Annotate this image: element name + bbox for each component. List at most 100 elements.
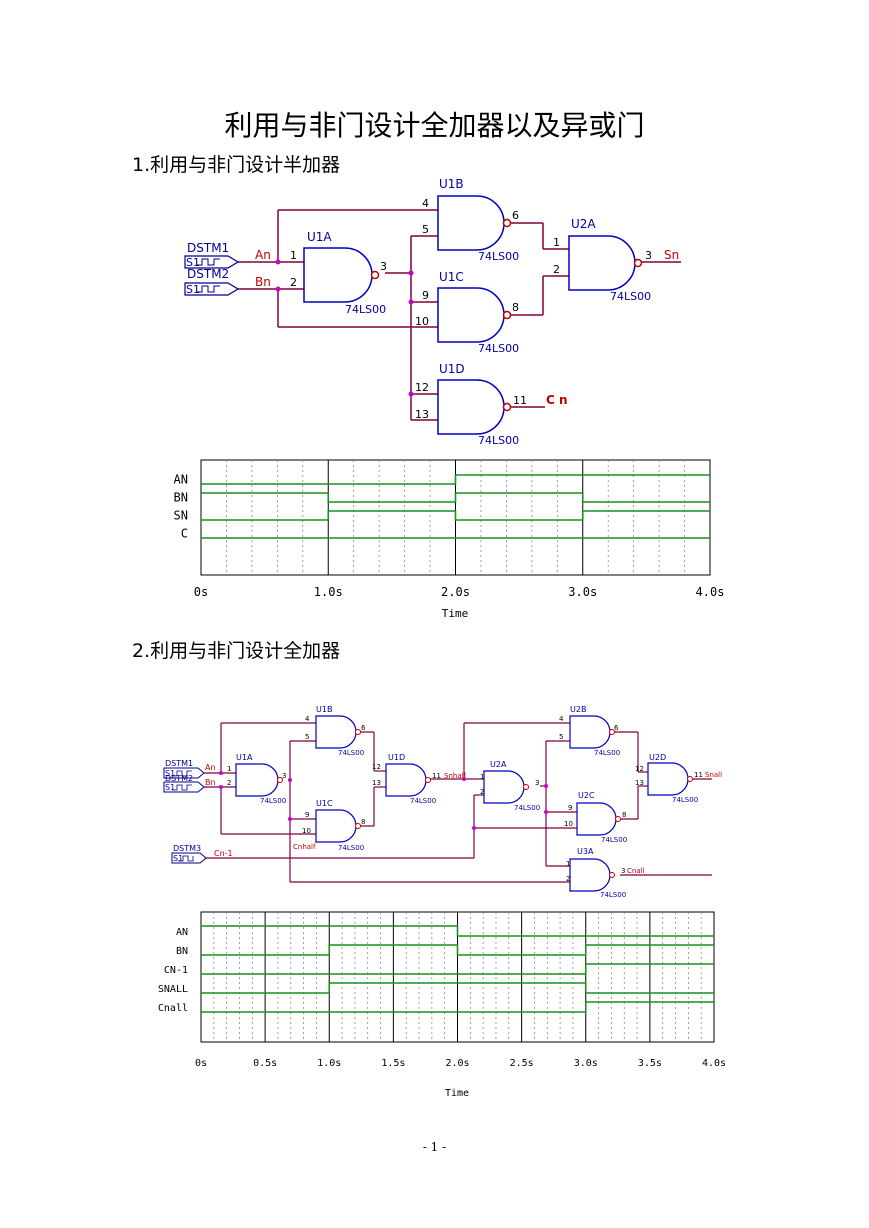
svg-text:5: 5	[422, 223, 429, 236]
svg-text:2: 2	[290, 276, 297, 289]
svg-text:3: 3	[282, 772, 286, 780]
wave-x-tick-label: 1.0s	[314, 585, 343, 599]
fa-gate-u2c: U2C 74LS00 9 10 8	[564, 791, 627, 844]
gate-u1b: U1B 74LS00 4 5 6	[422, 177, 519, 263]
wave-signal-label: SN	[174, 509, 188, 523]
wave-trace-bn	[201, 492, 710, 503]
svg-text:Sn: Sn	[664, 248, 679, 262]
svg-text:C n: C n	[546, 393, 568, 407]
svg-text:12: 12	[372, 763, 381, 771]
svg-text:U2A: U2A	[490, 760, 507, 769]
wave-x-tick-label: 0.5s	[253, 1058, 277, 1069]
svg-text:2: 2	[566, 875, 570, 883]
svg-text:Snhalf: Snhalf	[444, 772, 467, 780]
svg-text:U1D: U1D	[439, 362, 465, 376]
wave-trace-sn	[201, 510, 710, 521]
svg-text:S1: S1	[186, 283, 200, 296]
svg-text:3: 3	[621, 867, 625, 875]
svg-text:Bn: Bn	[255, 275, 271, 289]
svg-text:DSTM1: DSTM1	[165, 759, 193, 768]
svg-text:8: 8	[361, 818, 365, 826]
svg-text:9: 9	[568, 804, 572, 812]
dstm1-source: DSTM1 S1 An	[184, 241, 271, 269]
wave-trace-bn	[201, 944, 714, 956]
fa-gate-u3a: U3A 74LS00 1 2 3 Cnall	[566, 847, 645, 899]
wave-x-tick-label: 1.5s	[381, 1058, 405, 1069]
wave-signal-label: AN	[174, 473, 188, 487]
svg-text:U2B: U2B	[570, 705, 586, 714]
wave-x-tick-label: 3.0s	[568, 585, 597, 599]
svg-text:13: 13	[635, 779, 644, 787]
fa-dstm2-source: DSTM2 S1 Bn	[163, 774, 216, 793]
svg-text:4: 4	[559, 715, 564, 723]
svg-text:1: 1	[227, 765, 231, 773]
svg-text:6: 6	[512, 209, 519, 222]
wave-x-tick-label: 4.0s	[696, 585, 725, 599]
wf1-xlabel: Time	[442, 607, 469, 620]
svg-text:6: 6	[361, 724, 366, 732]
svg-text:74LS00: 74LS00	[601, 836, 627, 844]
svg-text:74LS00: 74LS00	[610, 290, 651, 303]
wave-x-tick-label: 3.0s	[574, 1058, 598, 1069]
svg-text:U3A: U3A	[577, 847, 594, 856]
svg-text:74LS00: 74LS00	[260, 797, 286, 805]
svg-text:U1A: U1A	[236, 753, 253, 762]
wave-signal-label: BN	[174, 491, 188, 505]
svg-text:1: 1	[553, 236, 560, 249]
svg-text:U1B: U1B	[316, 705, 332, 714]
fa-gate-u1c: U1C 74LS00 9 10 8 Cnhalf	[293, 799, 365, 852]
svg-text:Cnall: Cnall	[627, 867, 645, 875]
fa-dstm3-source: DSTM3 S1 Cn-1	[171, 844, 233, 864]
fa-gate-u2d: U2D 74LS00 12 13 11 Snall	[635, 753, 722, 804]
svg-text:U2D: U2D	[649, 753, 666, 762]
wave-signal-label: SNALL	[158, 984, 188, 995]
svg-text:74LS00: 74LS00	[410, 797, 436, 805]
svg-text:2: 2	[227, 779, 231, 787]
gate-u1d: U1D 74LS00 12 13 11 C n	[415, 362, 568, 447]
svg-text:8: 8	[622, 811, 626, 819]
svg-text:Bn: Bn	[205, 778, 216, 787]
svg-text:12: 12	[415, 381, 429, 394]
svg-text:11: 11	[694, 771, 703, 779]
svg-text:DSTM3: DSTM3	[173, 844, 201, 853]
svg-text:10: 10	[564, 820, 573, 828]
wave-trace-an	[201, 474, 710, 485]
svg-text:74LS00: 74LS00	[338, 844, 364, 852]
wave-signal-label: CN-1	[164, 965, 188, 976]
wave-signal-label: BN	[176, 946, 188, 957]
wave-x-tick-label: 0s	[195, 1058, 207, 1069]
svg-text:Cn-1: Cn-1	[214, 849, 233, 858]
svg-text:U1C: U1C	[439, 270, 464, 284]
wave-x-tick-label: 3.5s	[638, 1058, 662, 1069]
svg-text:S1: S1	[173, 854, 183, 863]
svg-text:U2A: U2A	[571, 217, 596, 231]
svg-text:10: 10	[302, 827, 311, 835]
fa-gate-u2b: U2B 74LS00 4 5 6	[559, 705, 620, 757]
svg-text:DSTM1: DSTM1	[187, 241, 229, 255]
svg-text:13: 13	[415, 408, 429, 421]
page-number: - 1 -	[422, 1140, 447, 1154]
fa-dstm1-source: DSTM1 S1 An	[163, 759, 216, 779]
svg-text:U1B: U1B	[439, 177, 464, 191]
svg-text:4: 4	[422, 197, 429, 210]
wave-x-tick-label: 4.0s	[702, 1058, 726, 1069]
svg-text:13: 13	[372, 779, 381, 787]
svg-text:S1: S1	[165, 769, 175, 778]
svg-text:74LS00: 74LS00	[594, 749, 620, 757]
svg-text:U2C: U2C	[578, 791, 595, 800]
svg-text:3: 3	[535, 779, 539, 787]
svg-text:6: 6	[614, 724, 619, 732]
svg-text:8: 8	[512, 301, 519, 314]
svg-text:3: 3	[645, 249, 652, 262]
svg-text:U1D: U1D	[388, 753, 405, 762]
fa-gate-u1d: U1D 74LS00 12 13 11 Snhalf	[372, 753, 467, 805]
wave-signal-label: AN	[176, 927, 188, 938]
page-title: 利用与非门设计全加器以及异或门	[224, 109, 645, 142]
svg-text:2: 2	[553, 263, 560, 276]
svg-text:5: 5	[559, 733, 563, 741]
svg-text:An: An	[205, 763, 216, 772]
svg-text:5: 5	[305, 733, 309, 741]
